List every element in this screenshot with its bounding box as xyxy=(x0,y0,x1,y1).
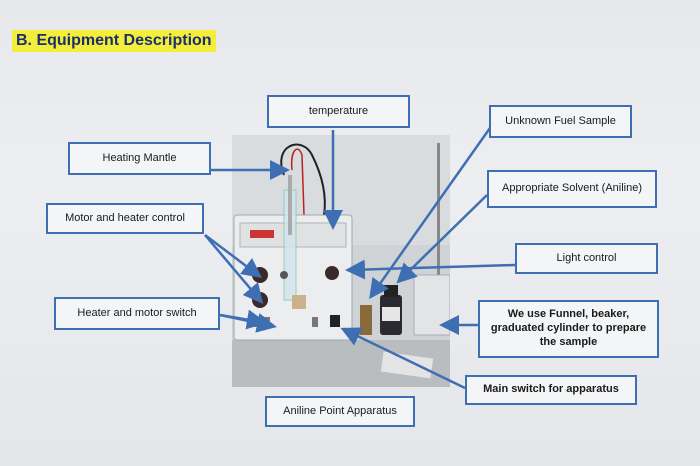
label-light-control: Light control xyxy=(515,243,658,274)
label-heater-motor-switch: Heater and motor switch xyxy=(54,297,220,330)
label-aniline-point-apparatus: Aniline Point Apparatus xyxy=(265,396,415,427)
section-heading: B. Equipment Description xyxy=(12,30,216,52)
label-motor-heater-control: Motor and heater control xyxy=(46,203,204,234)
label-appropriate-solvent: Appropriate Solvent (Aniline) xyxy=(487,170,657,208)
label-funnel-note: We use Funnel, beaker, graduated cylinde… xyxy=(478,300,659,358)
label-main-switch: Main switch for apparatus xyxy=(465,375,637,405)
apparatus-photo xyxy=(232,135,450,387)
label-temperature: temperature xyxy=(267,95,410,128)
label-heating-mantle: Heating Mantle xyxy=(68,142,211,175)
label-unknown-fuel-sample: Unknown Fuel Sample xyxy=(489,105,632,138)
